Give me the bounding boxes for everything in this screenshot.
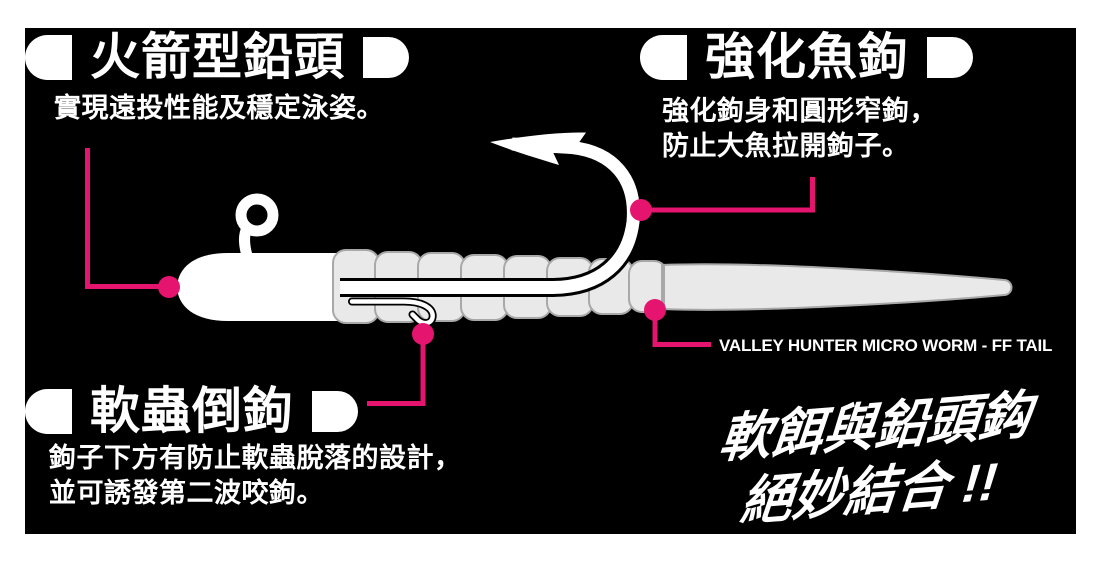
callout-title-rocket-head: 火箭型鉛頭: [90, 29, 345, 85]
fishing-hook-icon: [340, 132, 643, 297]
title-bracket-right-icon: [312, 390, 358, 432]
callout-dot-worm-keeper: [412, 323, 434, 345]
hook-point-barb-icon: [490, 132, 586, 165]
hook-eye-icon: [235, 193, 279, 237]
connector-line-rocket-head: [85, 148, 162, 289]
title-bracket-left-icon: [25, 34, 72, 80]
callout-dot-rocket-head: [158, 276, 180, 298]
connector-line-worm-keeper: [367, 340, 426, 406]
title-bracket-left-icon: [640, 34, 687, 80]
callout-dot-product-label: [644, 299, 666, 321]
callout-rocket-head-title-row: 火箭型鉛頭: [25, 31, 409, 83]
keeper-wire: [349, 299, 435, 326]
jig-head-body-icon: [177, 253, 346, 321]
product-name-label: VALLEY HUNTER MICRO WORM - FF TAIL: [719, 336, 1053, 355]
callout-worm-keeper-title-row: 軟蟲倒鉤: [25, 385, 358, 437]
callout-desc-worm-keeper: 鉤子下方有防止軟蟲脫落的設計， 並可誘發第二波咬鉤。: [49, 441, 462, 511]
title-bracket-left-icon: [25, 388, 72, 434]
callout-desc-reinforced-hook: 強化鉤身和圓形窄鉤， 防止大魚拉開鉤子。: [662, 94, 937, 164]
callout-desc-rocket-head: 實現遠投性能及穩定泳姿。: [54, 93, 384, 123]
callout-desc-line: 鉤子下方有防止軟蟲脫落的設計，: [49, 443, 462, 473]
connector-line-product-label: [652, 316, 711, 347]
connector-line-reinforced-hook: [641, 177, 815, 213]
callout-dot-reinforced-hook: [630, 199, 652, 221]
title-bracket-right-icon: [927, 36, 973, 78]
hook-wire: [340, 137, 640, 294]
callout-reinforced-hook-title-row: 強化魚鉤: [640, 31, 973, 83]
jig-head-shape-icon: [177, 193, 346, 321]
worm-keeper-barb-icon: [348, 297, 437, 328]
title-bracket-right-icon: [363, 36, 409, 78]
callout-desc-line: 並可誘發第二波咬鉤。: [49, 478, 324, 508]
callout-title-reinforced-hook: 強化魚鉤: [705, 29, 909, 85]
worm-tail-icon: [661, 263, 1013, 311]
callout-title-worm-keeper: 軟蟲倒鉤: [90, 383, 294, 439]
callout-desc-line: 強化鉤身和圓形窄鉤，: [662, 96, 937, 126]
callout-desc-line: 防止大魚拉開鉤子。: [662, 131, 910, 161]
